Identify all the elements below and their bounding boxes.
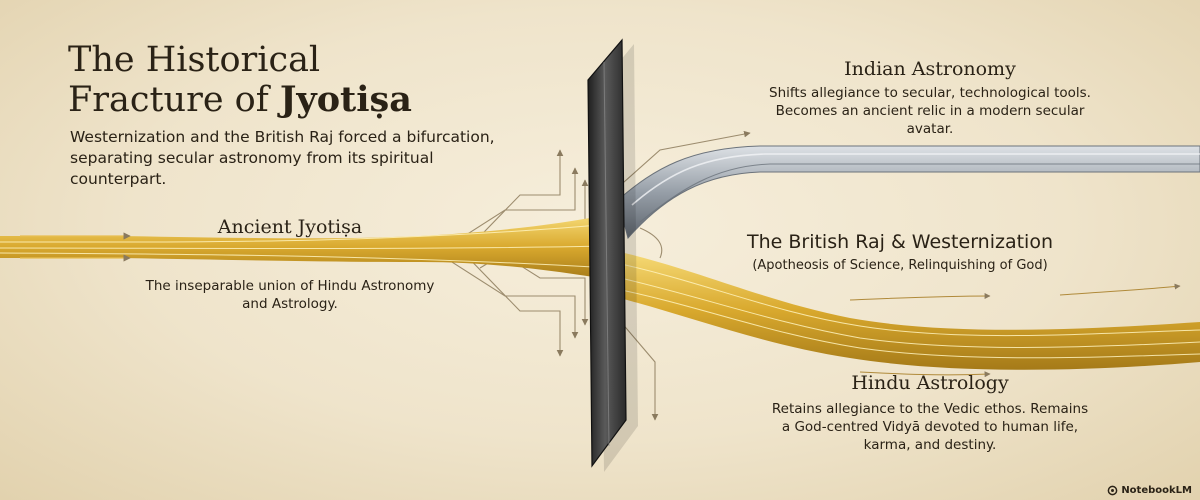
guide-line — [454, 149, 564, 263]
stream-strand — [611, 287, 1200, 359]
astrology-stream — [611, 250, 1200, 378]
stream-arrow — [849, 293, 991, 301]
stream-strand — [611, 261, 1200, 337]
barrier-edge — [603, 61, 610, 447]
stream-strand — [0, 245, 613, 249]
guide-line — [639, 227, 663, 259]
astrology-heading: Hindu Astrology — [851, 372, 1009, 394]
title-line-1: The Historical — [68, 40, 321, 80]
guide-line — [454, 243, 564, 357]
guide-line — [614, 314, 659, 421]
title-emphasis: Jyotiṣa — [279, 79, 412, 120]
ancient-stream-band — [0, 214, 612, 280]
stream-strand — [0, 252, 613, 269]
ancient-heading: Ancient Jyotiṣa — [217, 216, 363, 238]
astronomy-stream-band — [617, 145, 1200, 240]
stream-arrow — [1059, 283, 1181, 296]
stream-strand — [0, 223, 613, 243]
stream-strand — [611, 275, 1200, 348]
stream-arrow — [859, 371, 991, 378]
astrology-description: Retains allegiance to the Vedic ethos. R… — [771, 401, 1089, 453]
astrology-stream-band — [612, 250, 1200, 370]
title-line-2-prefix: Fracture of — [68, 80, 280, 120]
notebooklm-logo-icon — [1107, 485, 1118, 496]
ancient-stream — [0, 214, 613, 280]
guide-line — [429, 247, 579, 339]
guide-line — [614, 130, 751, 191]
brand-mark: NotebookLM — [1107, 485, 1192, 496]
brand-label: NotebookLM — [1121, 485, 1192, 496]
astronomy-stream — [617, 145, 1200, 240]
barrier-slab — [587, 38, 638, 472]
ancient-description: The inseparable union of Hindu Astronomy… — [145, 278, 435, 312]
astronomy-description: Shifts allegiance to secular, technologi… — [769, 85, 1091, 137]
astronomy-heading: Indian Astronomy — [844, 58, 1016, 80]
astronomy-stream-groove — [639, 163, 1200, 223]
barrier-face — [587, 38, 627, 468]
divider-description: (Apotheosis of Science, Relinquishing of… — [752, 258, 1048, 273]
divider-heading: The British Raj & Westernization — [746, 231, 1054, 253]
astronomy-stream-highlight — [631, 153, 1200, 206]
page-subtitle: Westernization and the British Raj force… — [70, 128, 495, 188]
